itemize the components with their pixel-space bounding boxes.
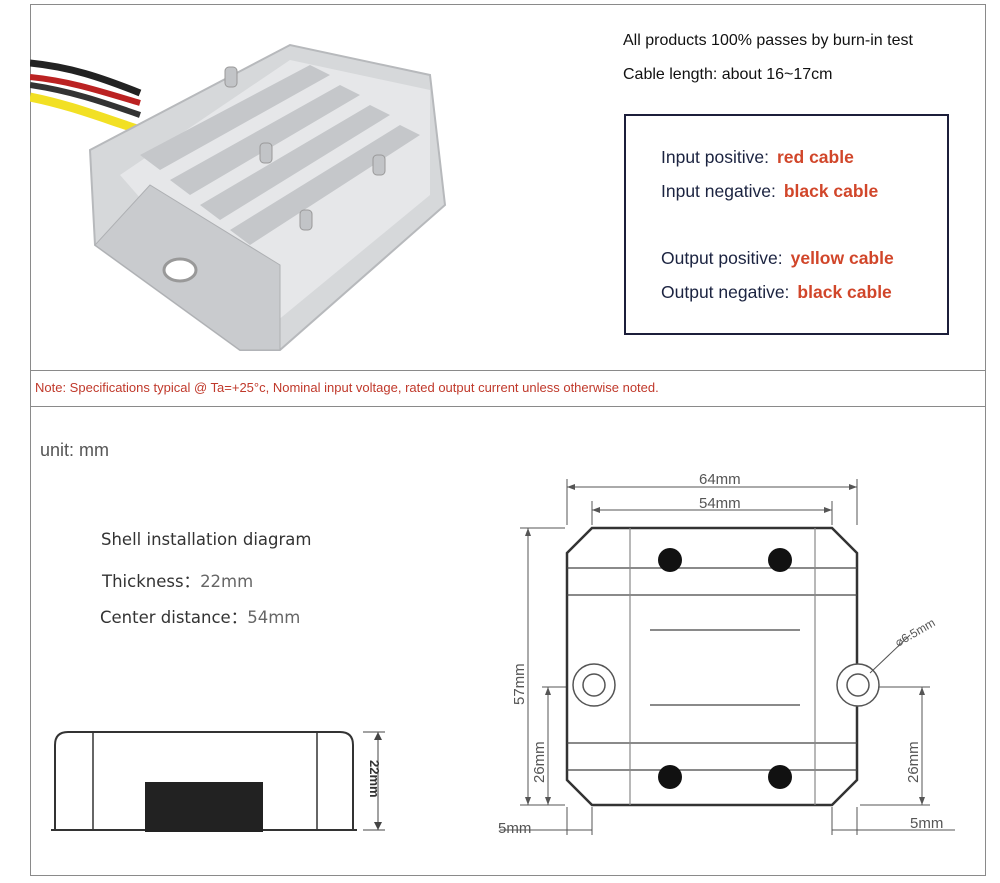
outer-frame	[30, 4, 986, 876]
red-cable-wire	[30, 74, 141, 106]
cable-value: yellow cable	[790, 248, 894, 268]
dim-arrow	[545, 687, 551, 695]
dim-hole-right: 26mm	[905, 741, 922, 783]
dim-width-outer: 64mm	[699, 471, 741, 488]
cable-value: black cable	[797, 282, 892, 302]
dim-margin-left: 5mm	[498, 820, 531, 837]
cable-label: Output negative:	[661, 282, 790, 302]
yellow-cable-wire	[30, 92, 142, 135]
black-cable-wire-2	[30, 82, 141, 118]
fin	[140, 65, 330, 170]
fin	[170, 85, 360, 195]
screw-dot	[768, 765, 792, 789]
dim-width-inner: 54mm	[699, 495, 741, 512]
dim-arrow	[919, 797, 925, 805]
thickness-value: 22mm	[200, 572, 254, 591]
dim-arrow	[374, 822, 382, 830]
side-terminal-block	[145, 782, 263, 832]
divider-note	[30, 406, 986, 407]
center-distance-label: Center distance：	[100, 608, 248, 627]
cable-label: Input positive:	[661, 147, 769, 167]
side-view-drawing: 22mm	[51, 731, 385, 832]
cable-length-text: Cable length: about 16~17cm	[623, 66, 833, 83]
product-image	[30, 43, 447, 351]
dim-arrow	[592, 507, 600, 513]
dim-arrow	[525, 528, 531, 536]
dim-side-thickness: 22mm	[367, 760, 382, 798]
screw	[224, 66, 238, 88]
unit-label: unit: mm	[40, 440, 110, 460]
dim-height: 57mm	[511, 663, 528, 705]
cable-label: Input negative:	[661, 181, 776, 201]
dim-hole-left: 26mm	[531, 741, 548, 783]
leader-line	[869, 634, 911, 674]
screw-dot	[658, 765, 682, 789]
diagram-title: Shell installation diagram	[101, 530, 312, 549]
cable-row-input-negative: Input negative: black cable	[661, 181, 878, 202]
screw	[299, 209, 313, 231]
dim-arrow	[374, 732, 382, 740]
dim-hole-diameter: ⌀6.5mm	[893, 616, 938, 650]
top-view-drawing: 64mm 54mm 57mm 26mm 26mm 5mm 5mm ⌀6.5mm	[498, 471, 955, 837]
dim-arrow	[824, 507, 832, 513]
dim-margin-right: 5mm	[910, 815, 943, 832]
dim-arrow	[919, 687, 925, 695]
cable-row-input-positive: Input positive: red cable	[661, 147, 854, 168]
cable-value: black cable	[783, 181, 879, 201]
mount-hole-left-inner	[582, 673, 606, 697]
center-distance-value: 54mm	[247, 608, 301, 627]
fin	[230, 125, 420, 245]
dim-arrow	[545, 797, 551, 805]
thickness-label: Thickness：	[102, 572, 201, 591]
dim-arrow	[849, 484, 857, 490]
center-distance-spec: Center distance：54mm	[100, 604, 300, 628]
cable-row-output-negative: Output negative: black cable	[661, 282, 892, 303]
spec-note: Note: Specifications typical @ Ta=+25°c,…	[35, 380, 659, 395]
cable-row-output-positive: Output positive: yellow cable	[661, 248, 894, 269]
divider-top	[30, 370, 986, 371]
mount-hole-right-inner	[846, 673, 870, 697]
screw-dot	[768, 548, 792, 572]
dim-arrow	[525, 797, 531, 805]
thickness-spec: Thickness：22mm	[102, 568, 253, 592]
fin	[200, 105, 390, 220]
screw	[259, 142, 273, 164]
black-cable-wire	[30, 59, 142, 97]
screw-dot	[658, 548, 682, 572]
cable-legend-box: Input positive: red cable Input negative:…	[624, 114, 949, 335]
cable-value: red cable	[776, 147, 854, 167]
cable-label: Output positive:	[661, 248, 783, 268]
mounting-hole	[162, 257, 198, 283]
side-outline	[54, 731, 354, 831]
burnin-text: All products 100% passes by burn-in test	[623, 32, 913, 49]
dim-arrow	[567, 484, 575, 490]
screw	[372, 154, 386, 176]
housing-outline	[565, 526, 859, 807]
